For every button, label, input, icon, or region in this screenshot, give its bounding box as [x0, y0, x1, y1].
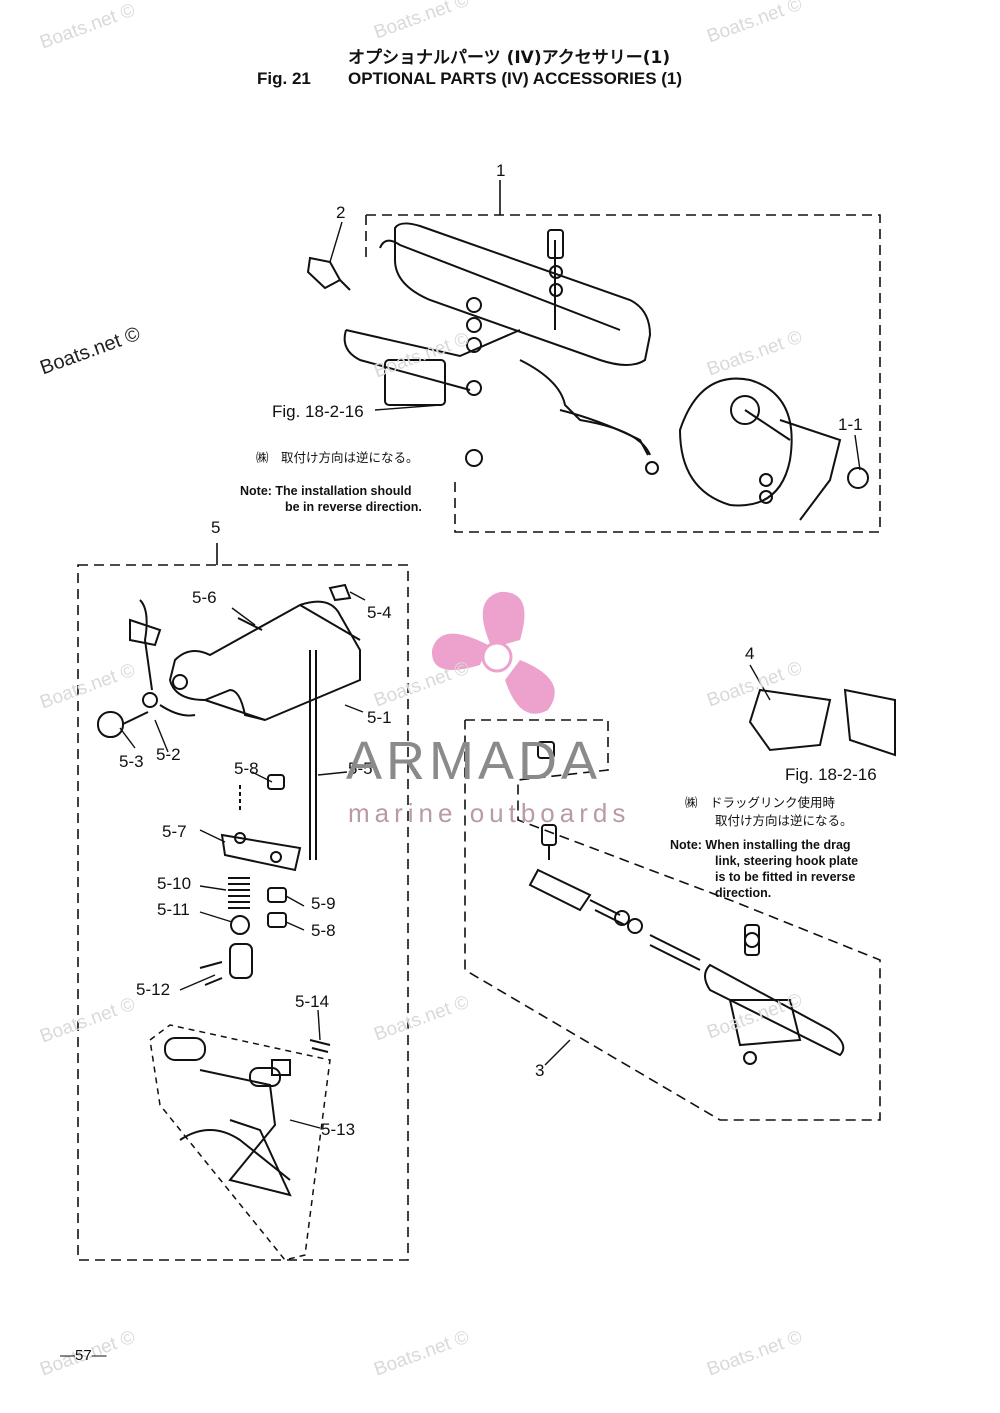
leader-lines	[119, 221, 861, 1129]
label-part-5-11: 5-11	[157, 900, 190, 919]
title-japanese: オプショナルパーツ (IV)アクセサリー(1)	[348, 48, 671, 68]
label-part-5-7: 5-7	[162, 822, 187, 841]
label-part-2: 2	[336, 203, 346, 222]
label-part-5-12: 5-12	[136, 980, 171, 999]
label-part-5-4: 5-4	[367, 603, 392, 622]
assembly-3-outline	[464, 719, 881, 1121]
title-english: OPTIONAL PARTS (IV) ACCESSORIES (1)	[348, 69, 683, 88]
label-part-3: 3	[535, 1061, 545, 1080]
label-part-5-10: 5-10	[157, 874, 192, 893]
note-right-english-line2: link, steering hook plate	[715, 854, 859, 868]
assembly-5-outline	[77, 543, 409, 1261]
label-part-5-6: 5-6	[192, 588, 217, 607]
note-right-english-line4: direction.	[715, 886, 772, 900]
note-right-english-line1: Note: When installing the drag	[670, 838, 851, 852]
armada-logo-icon	[431, 591, 555, 714]
label-part-5: 5	[211, 518, 221, 537]
note-right-english-line3: is to be fitted in reverse	[715, 870, 856, 884]
label-part-5-5: 5-5	[348, 759, 373, 778]
assembly-1-outline	[365, 180, 881, 533]
assembly-1-drawing	[306, 222, 869, 521]
assembly-5-drawing	[97, 583, 361, 1261]
note-right-japanese-line1: ㈱ ドラッグリンク使用時	[685, 795, 836, 810]
figure-number: Fig. 21	[257, 69, 311, 88]
label-fig-ref-right: Fig. 18-2-16	[785, 765, 877, 784]
label-part-5-2: 5-2	[156, 745, 181, 764]
label-part-5-8-upper: 5-8	[234, 759, 259, 778]
brand-logo-subtitle: marine outboards	[348, 798, 631, 828]
label-part-5-3: 5-3	[119, 752, 144, 771]
label-part-5-8-lower: 5-8	[311, 921, 336, 940]
label-part-5-1: 5-1	[367, 708, 392, 727]
note-top-english-line1: Note: The installation should	[240, 484, 412, 498]
label-fig-ref-top: Fig. 18-2-16	[272, 402, 364, 421]
label-part-1: 1	[496, 161, 506, 180]
label-part-5-14: 5-14	[295, 992, 330, 1011]
note-right-japanese-line2: 取付け方向は逆になる。	[715, 813, 853, 828]
page-number: —57—	[60, 1347, 107, 1364]
note-top-japanese: ㈱ 取付け方向は逆になる。	[256, 450, 419, 465]
label-part-1-1: 1-1	[838, 415, 863, 434]
brand-logo-text: ARMADA	[346, 731, 602, 791]
label-part-5-9: 5-9	[311, 894, 336, 913]
assembly-3-drawing	[528, 688, 896, 1065]
label-part-5-13: 5-13	[321, 1120, 356, 1139]
note-top-english-line2: be in reverse direction.	[285, 500, 422, 514]
label-part-4: 4	[745, 644, 755, 663]
